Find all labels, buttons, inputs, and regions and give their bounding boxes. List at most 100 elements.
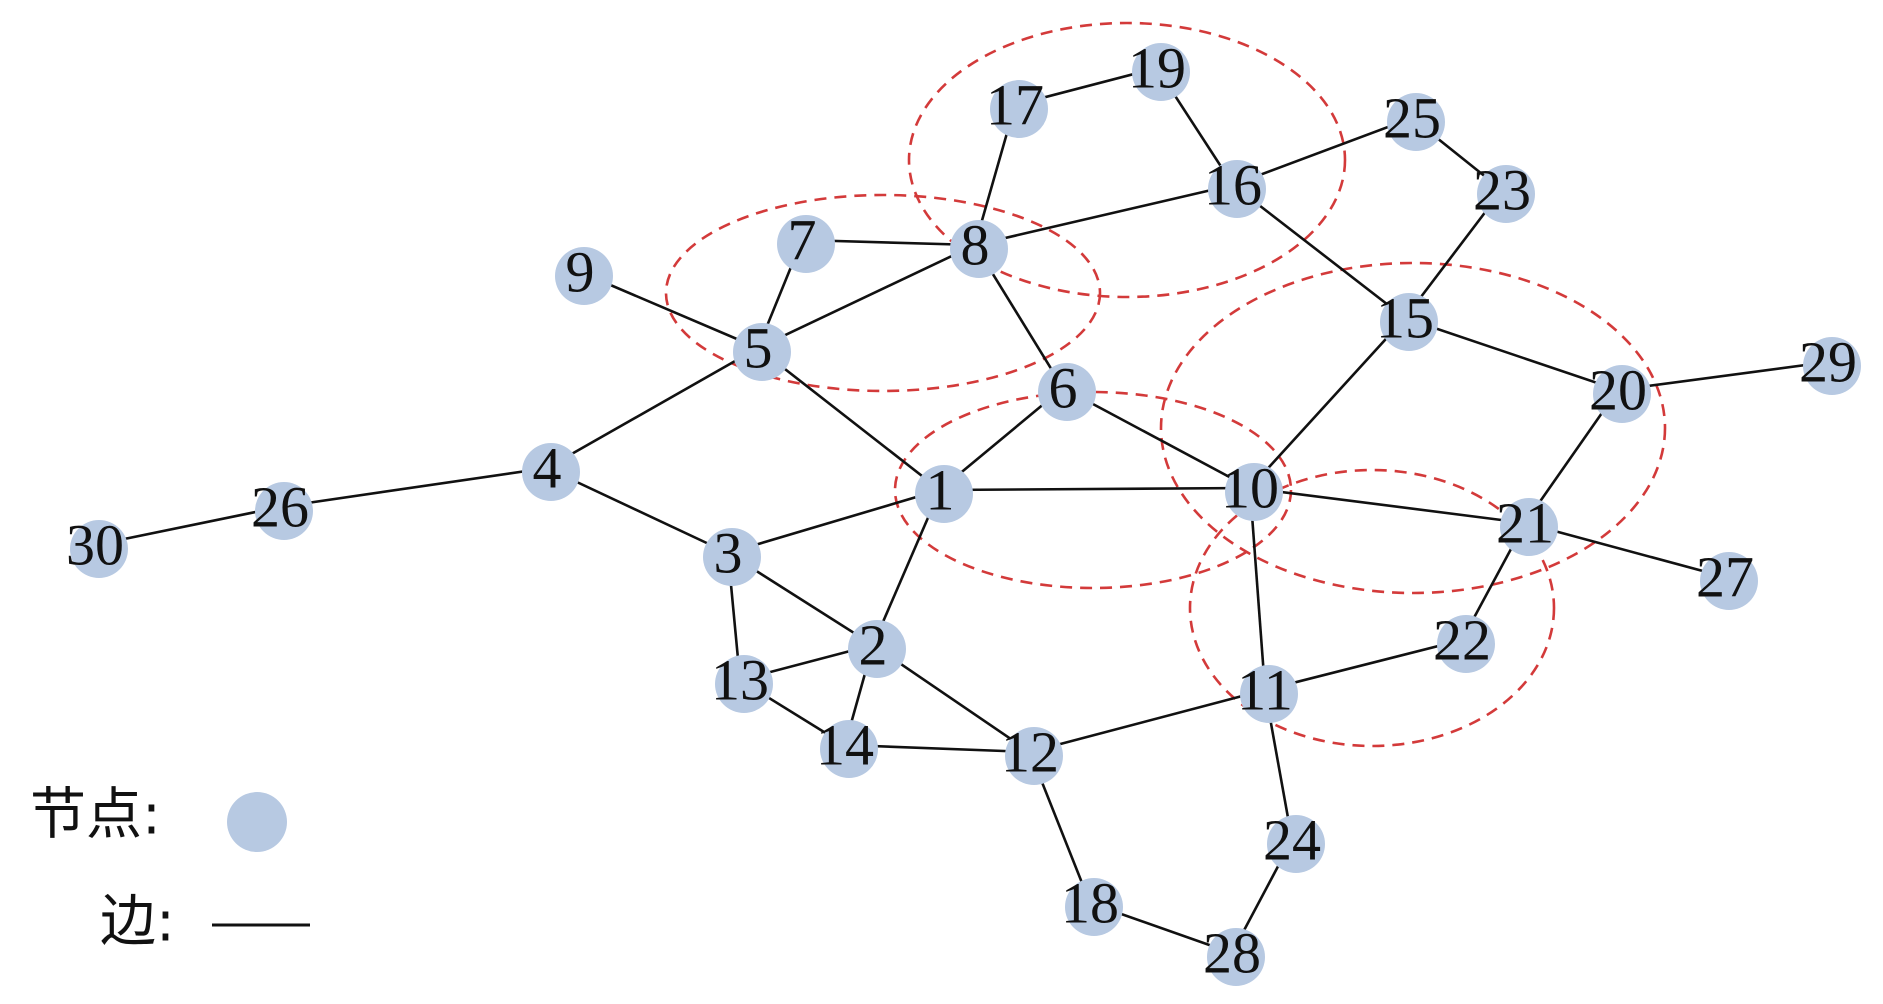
node-8: 8 (950, 213, 1008, 278)
node-dot (1005, 727, 1063, 785)
node-17: 17 (986, 73, 1048, 138)
edge-1-3 (727, 488, 941, 555)
edge-22-11 (1264, 638, 1463, 692)
node-dot (70, 520, 128, 578)
node-label: 26 (251, 475, 309, 540)
node-dot (1437, 615, 1495, 673)
node-label: 2 (859, 613, 888, 678)
edge-1-10 (939, 486, 1251, 492)
node-11: 11 (1237, 658, 1298, 723)
node-label: 12 (1001, 720, 1059, 785)
node-14: 14 (816, 713, 878, 778)
node-30: 30 (66, 513, 128, 578)
node-label: 16 (1204, 153, 1262, 218)
node-label: 11 (1237, 658, 1293, 723)
node-label: 9 (566, 240, 595, 305)
node-21: 21 (1496, 491, 1558, 556)
node-dot (820, 720, 878, 778)
legend: 节点: 边: (30, 783, 310, 955)
node-label: 27 (1696, 545, 1754, 610)
edge-5-8 (757, 243, 976, 350)
node-dot (1207, 928, 1265, 986)
community-10-15-20-21 (1159, 261, 1667, 595)
node-label: 25 (1383, 86, 1441, 151)
node-dot (255, 482, 313, 540)
node-24: 24 (1263, 808, 1325, 873)
node-label: 14 (816, 713, 874, 778)
node-label: 22 (1433, 608, 1491, 673)
node-dot (1477, 165, 1535, 223)
node-label: 24 (1263, 808, 1321, 873)
legend-node-label: 节点: (30, 783, 161, 848)
edge-16-25 (1232, 116, 1413, 187)
node-dot (733, 323, 791, 381)
edge-8-16 (974, 183, 1234, 247)
node-dot (1387, 93, 1445, 151)
node-label: 18 (1061, 871, 1119, 936)
node-9: 9 (555, 240, 613, 305)
node-dot (848, 620, 906, 678)
node-dot (522, 443, 580, 501)
node-12: 12 (1001, 720, 1063, 785)
node-label: 4 (533, 436, 562, 501)
node-29: 29 (1799, 330, 1861, 395)
node-label: 17 (986, 73, 1044, 138)
node-dot (1267, 815, 1325, 873)
node-dot (1065, 878, 1123, 936)
node-label: 23 (1473, 158, 1531, 223)
node-label: 29 (1799, 330, 1857, 395)
node-dot (1500, 498, 1558, 556)
edge-16-15 (1232, 183, 1406, 320)
edge-10-21 (1249, 486, 1526, 525)
node-label: 6 (1049, 356, 1078, 421)
node-label: 21 (1496, 491, 1554, 556)
edge-15-20 (1404, 316, 1619, 392)
legend-edge-label: 边: (100, 890, 175, 955)
legend-node-swatch (227, 792, 287, 852)
node-dot (703, 528, 761, 586)
node-dot (1240, 665, 1298, 723)
node-dot (950, 220, 1008, 278)
node-27: 27 (1696, 545, 1758, 610)
node-dot (1208, 160, 1266, 218)
node-label: 1 (926, 458, 955, 523)
node-label: 7 (788, 208, 817, 273)
edge-4-5 (546, 346, 759, 470)
node-1: 1 (915, 458, 973, 523)
node-dot (1038, 363, 1096, 421)
node-18: 18 (1061, 871, 1123, 936)
community-1-6-10 (893, 390, 1293, 590)
node-22: 22 (1433, 608, 1495, 673)
node-13: 13 (711, 648, 773, 713)
node-3: 3 (703, 521, 761, 586)
node-dot (990, 80, 1048, 138)
node-dot (1380, 293, 1438, 351)
node-20: 20 (1589, 358, 1651, 423)
node-dot (715, 655, 773, 713)
edge-21-27 (1524, 521, 1726, 579)
node-2: 2 (848, 613, 906, 678)
node-4: 4 (522, 436, 580, 501)
node-5: 5 (733, 316, 791, 381)
node-label: 28 (1203, 921, 1261, 986)
node-label: 10 (1221, 456, 1279, 521)
node-dot (1593, 365, 1651, 423)
node-label: 8 (961, 213, 990, 278)
community-outlines (664, 21, 1667, 748)
node-label: 30 (66, 513, 124, 578)
node-dot (777, 215, 835, 273)
node-10: 10 (1221, 456, 1283, 521)
node-label: 13 (711, 648, 769, 713)
node-26: 26 (251, 475, 313, 540)
edge-6-10 (1062, 386, 1251, 490)
node-label: 19 (1128, 36, 1186, 101)
node-dot (1132, 43, 1190, 101)
node-28: 28 (1203, 921, 1265, 986)
node-dot (1700, 552, 1758, 610)
node-19: 19 (1128, 36, 1190, 101)
node-dot (555, 247, 613, 305)
edge-5-1 (757, 346, 941, 492)
node-23: 23 (1473, 158, 1535, 223)
